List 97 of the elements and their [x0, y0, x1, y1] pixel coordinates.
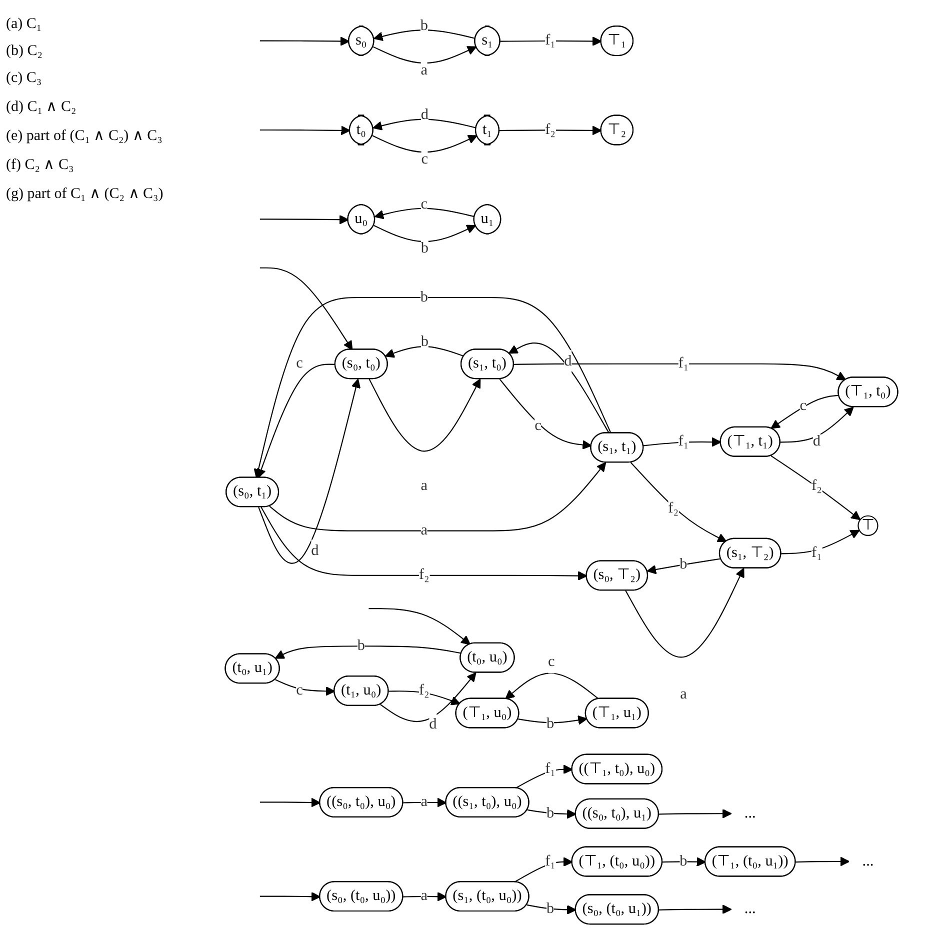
arrow — [260, 892, 321, 902]
arrow — [505, 672, 600, 700]
arrow — [625, 568, 744, 658]
arrow — [368, 378, 481, 452]
arrow — [646, 558, 722, 574]
edge-label: c — [296, 682, 303, 699]
figure-caption: (f) C₂ ∧ C₃ — [6, 156, 75, 174]
edge-label: d — [812, 433, 821, 450]
edge-label: b — [680, 556, 688, 573]
edge-label: f₂ — [418, 567, 430, 584]
arrow — [275, 679, 336, 696]
edge-label: a — [420, 522, 428, 539]
edge-label: b — [546, 716, 554, 733]
figure-caption: (g) part of C₁ ∧ (C₂ ∧ C₃) — [6, 185, 164, 203]
arrow — [780, 406, 854, 443]
edge-label: f₁ — [678, 356, 689, 372]
arrow — [374, 30, 476, 42]
arrow — [374, 208, 475, 220]
arrow — [630, 462, 727, 542]
edge-label: b — [546, 805, 554, 822]
arrow — [368, 608, 471, 645]
arrow — [260, 798, 321, 808]
edge-label: b — [546, 901, 554, 918]
edge-label: d — [420, 107, 429, 124]
arrow — [260, 267, 353, 350]
arrow — [258, 378, 361, 564]
edge-label: c — [420, 196, 428, 213]
edge-label: c — [296, 356, 303, 372]
arrow — [514, 363, 846, 380]
arrow — [372, 46, 477, 64]
arrow — [643, 437, 722, 447]
node-text: ... — [744, 901, 756, 918]
arrow — [499, 126, 602, 136]
edge-label: c — [548, 654, 555, 670]
arrow — [658, 904, 732, 914]
arrow — [372, 134, 478, 153]
arrow — [260, 126, 350, 136]
figure-caption: (e) part of (C₁ ∧ C₂) ∧ C₃ — [6, 127, 164, 145]
arrow — [372, 118, 476, 130]
arrow — [658, 808, 732, 818]
arrow — [500, 36, 602, 46]
arrow — [770, 394, 840, 429]
figure-caption: (c) C₃ — [6, 70, 43, 87]
arrow — [515, 764, 573, 789]
arrow — [662, 857, 706, 867]
edge-label: f₁ — [545, 760, 556, 778]
node-text: ... — [862, 853, 874, 870]
edge-label: a — [420, 478, 428, 494]
arrow — [374, 224, 476, 242]
node-text: ... — [744, 805, 756, 822]
edge-label: f₁ — [545, 853, 556, 870]
edge-label: f₂ — [668, 500, 679, 518]
figure-caption: (b) C₂ — [6, 43, 44, 60]
edge-label: b — [420, 334, 428, 350]
arrow — [508, 342, 610, 434]
arrow — [274, 646, 462, 659]
arrow — [514, 857, 573, 883]
edge-label: b — [357, 638, 365, 654]
edge-label: b — [680, 853, 688, 870]
arrow — [527, 809, 576, 819]
arrow — [254, 296, 612, 478]
arrow — [260, 36, 350, 46]
arrow — [770, 455, 861, 520]
figure-caption: (d) C₁ ∧ C₂ — [6, 98, 78, 116]
edge-label: f₁ — [545, 32, 556, 49]
arrow — [269, 462, 606, 532]
edge-label: a — [420, 794, 428, 810]
node-circle: ⊤ — [858, 515, 878, 536]
figure-caption: (a) C₁ — [6, 16, 43, 33]
arrow — [260, 214, 349, 224]
edge-label: f₂ — [418, 682, 430, 699]
edge-label: a — [680, 686, 687, 703]
arrow — [260, 506, 588, 581]
arrow — [384, 346, 464, 358]
edge-label: b — [420, 289, 428, 306]
edge-label: d — [429, 716, 437, 733]
arrow — [796, 856, 850, 866]
arrow — [256, 364, 336, 478]
edge-label: b — [420, 240, 428, 258]
edge-label: d — [311, 542, 319, 560]
edge-label: a — [420, 62, 428, 79]
edge-label: d — [564, 353, 572, 370]
edge-label: c — [421, 152, 428, 168]
edge-label: f₂ — [545, 122, 556, 138]
edge-label: c — [800, 398, 806, 415]
arrow — [388, 690, 460, 706]
edge-label: a — [420, 888, 428, 904]
edge-label: f₁ — [678, 433, 689, 450]
arrow — [526, 904, 576, 914]
arrow — [380, 672, 476, 722]
edge-label: b — [420, 18, 428, 34]
edge-label: f₂ — [812, 478, 822, 494]
arrow — [781, 530, 860, 554]
arrow — [499, 378, 592, 450]
edge-label: c — [534, 418, 542, 435]
arrow — [518, 715, 588, 725]
edge-label: f₁ — [812, 544, 822, 562]
